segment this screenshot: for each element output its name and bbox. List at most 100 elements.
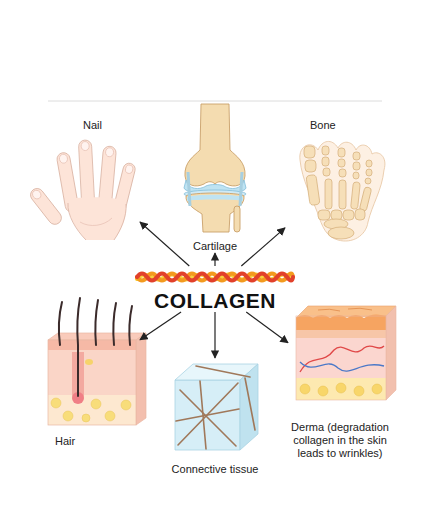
fiber-strand [137,274,293,281]
tarsal [355,209,365,220]
wrinkle-line [348,308,372,310]
palm-crease [80,218,112,225]
phalanx [323,168,330,176]
tarsal [318,210,330,220]
phalanx [353,172,359,179]
fiber-line [245,378,255,430]
fat-layer [296,378,386,400]
cartilage-layer [187,195,243,201]
node-label: Connective tissue [165,463,265,476]
hair-node: Hair [45,296,140,448]
fat-cell [63,411,73,421]
metatarsal [306,174,320,205]
hand-illustration [28,140,137,240]
fingernail [105,147,114,157]
skin-side-face [136,333,146,425]
node-label: Derma (degradation collagen in the skin … [288,421,392,460]
hair-skin-illustration [48,298,146,425]
hair-strand [113,303,116,345]
foot-illustration [300,141,385,241]
hair-strands [59,298,132,396]
fiber-line [196,366,250,377]
phalanx [322,157,329,166]
fat-cell [372,384,382,394]
wrinkle-lines [318,308,372,311]
node-label: Bone [310,119,390,132]
palm [68,197,127,240]
arrow-connector [140,312,181,340]
fat-cell [354,386,364,396]
connective-tissue-node: Connective tissue [165,358,265,476]
tarsal [343,210,354,220]
connective-tissue-cube [175,364,258,450]
blood-vessel [300,362,384,371]
fat-cell [51,398,61,408]
node-label: Nail [45,119,140,132]
cube-front-face [175,380,240,450]
epidermis-layer [48,340,136,350]
epidermis-layer [296,330,386,338]
collagen-fiber [137,274,293,281]
skin-outline [296,316,386,400]
fiber-line [178,383,238,445]
fibula [234,206,240,232]
metatarsal [351,182,361,210]
phalanx [366,169,372,176]
skin-top-face [48,333,146,340]
derma-node: Derma (degradation collagen in the skin … [288,302,392,460]
metatarsal [339,180,346,209]
fingernail [81,141,89,150]
fat-cell [91,399,101,409]
fingernail [31,189,43,201]
ligament [188,172,190,206]
phalanx [304,146,315,158]
metatarsal [359,187,372,212]
dermis-layer [296,338,386,378]
heel-bone [328,227,354,239]
hair-strand [77,298,80,396]
fat-cell [121,400,131,410]
phalanx [339,169,346,177]
divider-line [48,101,382,102]
fat-cell [300,384,310,394]
knee-illustration [184,104,246,232]
phalanx [353,152,360,160]
fingernail [125,164,134,174]
phalanx [353,162,360,170]
thumb [28,186,64,227]
fat-layer [48,395,136,425]
fat-cells [300,383,382,396]
phalanx [365,178,371,184]
node-label: COLLAGEN [135,289,295,312]
node-label: Cartilage [170,240,260,253]
collagen-fibers [176,366,255,449]
fiber-line [176,409,239,421]
ligament [240,172,242,206]
dermis-layer [48,350,136,395]
foot-outline [300,141,385,241]
arrow-connector [140,222,189,266]
fingernail [59,154,68,164]
skin-side-face [386,306,396,400]
stratum-layer [296,314,386,330]
fiber-strand [137,274,293,281]
fat-cell [105,411,115,421]
arrow-connector [214,312,215,358]
foot-bones [304,146,372,239]
hair-strand [129,306,132,345]
fat-cell [82,414,90,422]
derma-skin-illustration [296,306,396,400]
bone-node: Bone [285,119,390,245]
phalanx [338,159,345,167]
fat-cell [336,383,346,393]
arrow-connector [246,312,288,343]
sebaceous-gland [85,359,93,365]
arrow-connector [214,253,215,266]
nail-node: Nail [45,119,140,240]
hair-strand [59,302,62,345]
node-label: Hair [55,435,140,448]
blood-vessel [300,346,384,372]
femur [185,104,245,186]
